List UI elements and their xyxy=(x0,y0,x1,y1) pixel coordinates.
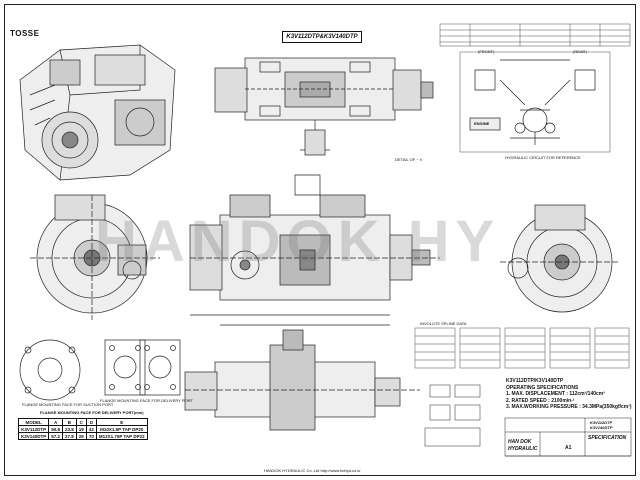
table-header-cell: C xyxy=(75,418,87,426)
watermark: HANDOK HY xyxy=(95,209,501,274)
company-logo: TOSSE xyxy=(10,29,40,38)
table-cell: 50.8 xyxy=(48,425,64,433)
table-cell: 70 xyxy=(85,432,97,440)
table-cell: K3V112DTP xyxy=(17,425,50,433)
hydraulic-circuit-label: HYDRAULIC CIRCUIT FOR REFERENCE xyxy=(505,155,581,160)
detail-label: DETAIL OF ~ V xyxy=(395,157,423,162)
spec-item: 3. MAX.WORKING PRESSURE : 34.3MPa(350kgf… xyxy=(506,404,632,411)
front-view-left xyxy=(30,194,160,320)
table-row: K3V140DTP 57.2 27.8 25 70 M12X1.75P TAP … xyxy=(17,432,148,440)
specifications-block: K3V112DTP/K3V140DTP OPERATING SPECIFICAT… xyxy=(506,378,632,411)
table-header-cell: B xyxy=(62,418,77,426)
engine-label: ENGINE xyxy=(474,121,490,126)
table-cell: M12X1.75P TAP DP22 xyxy=(95,432,148,440)
hydraulic-circuit xyxy=(459,51,611,153)
title-model-b: K3V140DTP xyxy=(590,425,613,430)
spec-item: 2. RATED SPEED : 2100min-¹ xyxy=(506,397,575,404)
top-view xyxy=(214,57,434,156)
bottom-view xyxy=(184,329,420,431)
company-name-2: HYDRAULIC xyxy=(508,446,538,452)
flange-delivery-left-label: FLANGE MOUNTING FACE FOR DELIVERY PORT xyxy=(100,398,193,403)
table-header-row: MODEL A B C D E xyxy=(17,418,148,426)
mounting-table-caption: FLANGE MOUNTING FACE FOR DELIVERY PORT(m… xyxy=(40,410,144,415)
table-header-cell: E xyxy=(95,418,148,426)
spec-item: 1. MAX. DISPLACEMENT : 112cm³/140cm³ xyxy=(506,391,605,398)
rear-label: (REAR) xyxy=(573,49,587,54)
flange-suction-label: FLANGE MOUNTING FACE FOR SUCTION PORT xyxy=(22,402,114,407)
table-cell: 42 xyxy=(85,425,97,433)
drawing-sheet xyxy=(4,4,636,476)
table-header-cell: MODEL xyxy=(17,418,50,426)
spec-heading: OPERATING SPECIFICATIONS xyxy=(506,384,579,391)
table-cell: K3V140DTP xyxy=(17,432,50,440)
footer-text: HANDOK HYDRAULIC Co.,Ltd http://www.hdhy… xyxy=(264,468,361,473)
title-block-lines xyxy=(504,417,632,457)
isometric-pump-view xyxy=(19,44,176,181)
small-details xyxy=(424,384,481,447)
table-header-cell: D xyxy=(85,418,97,426)
mounting-face-table: MODEL A B C D E K3V112DTP 50.8 23.8 19 4… xyxy=(17,418,148,440)
table-header-cell: A xyxy=(48,418,64,426)
sheet-size: A1 xyxy=(565,445,572,451)
side-view xyxy=(189,174,440,326)
table-cell: 25 xyxy=(75,432,87,440)
table-cell: M10X1.5P TAP DP20 xyxy=(95,425,148,433)
table-cell: 27.8 xyxy=(62,432,77,440)
spline-tables xyxy=(414,327,630,369)
company-name: HAN DOK xyxy=(508,439,532,445)
table-cell: 19 xyxy=(75,425,87,433)
doc-type: SPECIFICATION xyxy=(588,435,627,441)
flange-drawings xyxy=(19,339,181,401)
spline-label: INVOLUTE SPLINE DATA xyxy=(420,321,467,326)
front-view-right xyxy=(500,204,620,313)
spec-model: K3V112DTP/K3V140DTP xyxy=(506,378,564,384)
drawing-title: K3V112DTP&K3V140DTP xyxy=(282,31,362,43)
front-label: (FRONT) xyxy=(478,49,495,54)
revision-table xyxy=(439,23,631,47)
table-cell: 57.2 xyxy=(48,432,64,440)
table-row: K3V112DTP 50.8 23.8 19 42 M10X1.5P TAP D… xyxy=(17,425,148,433)
title-model-a: K3V112DTP xyxy=(590,420,613,425)
table-cell: 23.8 xyxy=(62,425,77,433)
